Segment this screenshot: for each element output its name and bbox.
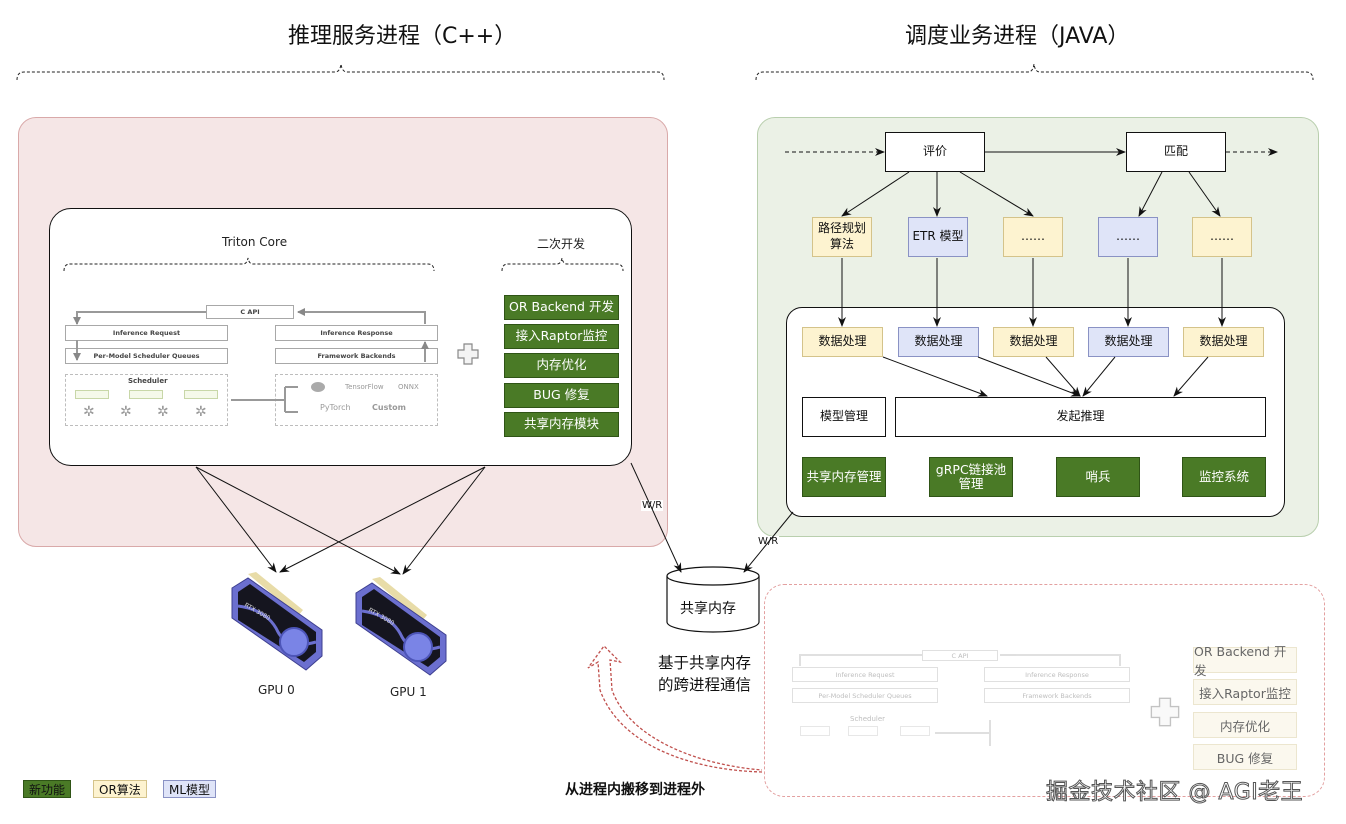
gpu-0-label: GPU 0: [258, 683, 295, 697]
gpu-card-icon: RTX 3080: [355, 577, 447, 676]
queue-icon: [848, 726, 878, 736]
gear-icon: ✲: [83, 404, 95, 420]
gear-icon: ✲: [157, 404, 169, 420]
data-processing-node: 数据处理: [1088, 327, 1169, 357]
etr-model-node: ETR 模型: [908, 217, 968, 257]
raptor-monitoring-item: 接入Raptor监控: [504, 324, 619, 349]
gpu-1-label: GPU 1: [390, 685, 427, 699]
faded-bug-fix-item: BUG 修复: [1193, 744, 1297, 770]
shared-memory-module-item: 共享内存模块: [504, 412, 619, 437]
monitoring-system-node: 监控系统: [1182, 457, 1266, 497]
faded-or-backend-item: OR Backend 开发: [1193, 644, 1297, 678]
c-api-box: C API: [206, 305, 294, 319]
queue-icon: [129, 390, 163, 399]
scheduler-label: Scheduler: [128, 377, 168, 385]
faded-scheduler-label: Scheduler: [850, 715, 886, 723]
ipc-caption-line2: 的跨进程通信: [658, 676, 752, 694]
inference-response-box: Inference Response: [275, 325, 438, 341]
shared-memory-management-node: 共享内存管理: [802, 457, 886, 497]
backend-onnx: ONNX: [398, 383, 419, 391]
migration-caption: 从进程内搬移到进程外: [565, 782, 705, 798]
faded-memory-item: 内存优化: [1193, 712, 1297, 738]
left-section-title: 推理服务进程（C++）: [288, 24, 517, 49]
data-processing-node: 数据处理: [898, 327, 979, 357]
matching-node: 匹配: [1126, 132, 1226, 172]
queue-icon: [184, 390, 218, 399]
wr-label-right: W/R: [757, 536, 780, 547]
queue-icon: [75, 390, 109, 399]
backend-pytorch: PyTorch: [320, 403, 351, 412]
migrated-panel: [764, 584, 1325, 797]
shared-memory-cylinder: [666, 566, 760, 633]
framework-backends-box: Framework Backends: [275, 348, 438, 364]
start-inference-node: 发起推理: [895, 397, 1266, 437]
faded-raptor-item: 接入Raptor监控: [1193, 679, 1297, 705]
per-model-queues-box: Per-Model Scheduler Queues: [65, 348, 228, 364]
data-processing-node: 数据处理: [993, 327, 1074, 357]
other-model-node: ……: [1098, 217, 1158, 257]
triton-core-label: Triton Core: [222, 235, 288, 249]
data-processing-node: 数据处理: [802, 327, 883, 357]
right-brace: [755, 63, 1314, 81]
bug-fix-item: BUG 修复: [504, 383, 619, 408]
route-planning-algo-node: 路径规划算法: [812, 217, 872, 257]
inference-request-box: Inference Request: [65, 325, 228, 341]
model-management-node: 模型管理: [802, 397, 886, 437]
faded-inference-request-box: Inference Request: [792, 667, 938, 682]
watermark: 掘金技术社区 @ AGI老王: [1045, 780, 1304, 806]
sentinel-node: 哨兵: [1056, 457, 1140, 497]
right-section-title: 调度业务进程（JAVA）: [905, 24, 1130, 49]
plus-icon: [457, 343, 479, 365]
legend-or-algo: OR算法: [93, 780, 147, 798]
wr-label-left: W/R: [641, 500, 664, 511]
scheduler-box: [65, 374, 228, 426]
left-brace: [16, 63, 665, 81]
backend-logo-icon: [311, 382, 325, 392]
shared-memory-label: 共享内存: [680, 601, 736, 617]
faded-plus-icon: [1150, 697, 1180, 727]
faded-inference-response-box: Inference Response: [984, 667, 1130, 682]
faded-per-model-queues-box: Per-Model Scheduler Queues: [792, 688, 938, 703]
legend-ml-model: ML模型: [163, 780, 217, 798]
ipc-caption-line1: 基于共享内存: [658, 654, 752, 672]
gear-icon: ✲: [195, 404, 207, 420]
faded-c-api-box: C API: [922, 650, 998, 661]
secondary-dev-label: 二次开发: [537, 237, 586, 251]
legend-new-feature: 新功能: [23, 780, 72, 798]
gpu-card-icon: RTX 3080: [231, 572, 323, 671]
backend-tensorflow: TensorFlow: [345, 383, 384, 391]
data-processing-node: 数据处理: [1183, 327, 1264, 357]
other-algo-node: ……: [1003, 217, 1063, 257]
backends-box: [275, 374, 438, 426]
or-backend-dev-item: OR Backend 开发: [504, 295, 619, 320]
queue-icon: [800, 726, 830, 736]
faded-framework-backends-box: Framework Backends: [984, 688, 1130, 703]
gear-icon: ✲: [120, 404, 132, 420]
grpc-pool-management-node: gRPC链接池管理: [929, 457, 1013, 497]
backend-custom: Custom: [372, 403, 406, 412]
queue-icon: [900, 726, 930, 736]
other-algo-node: ……: [1192, 217, 1252, 257]
evaluation-node: 评价: [885, 132, 985, 172]
memory-optimization-item: 内存优化: [504, 353, 619, 378]
